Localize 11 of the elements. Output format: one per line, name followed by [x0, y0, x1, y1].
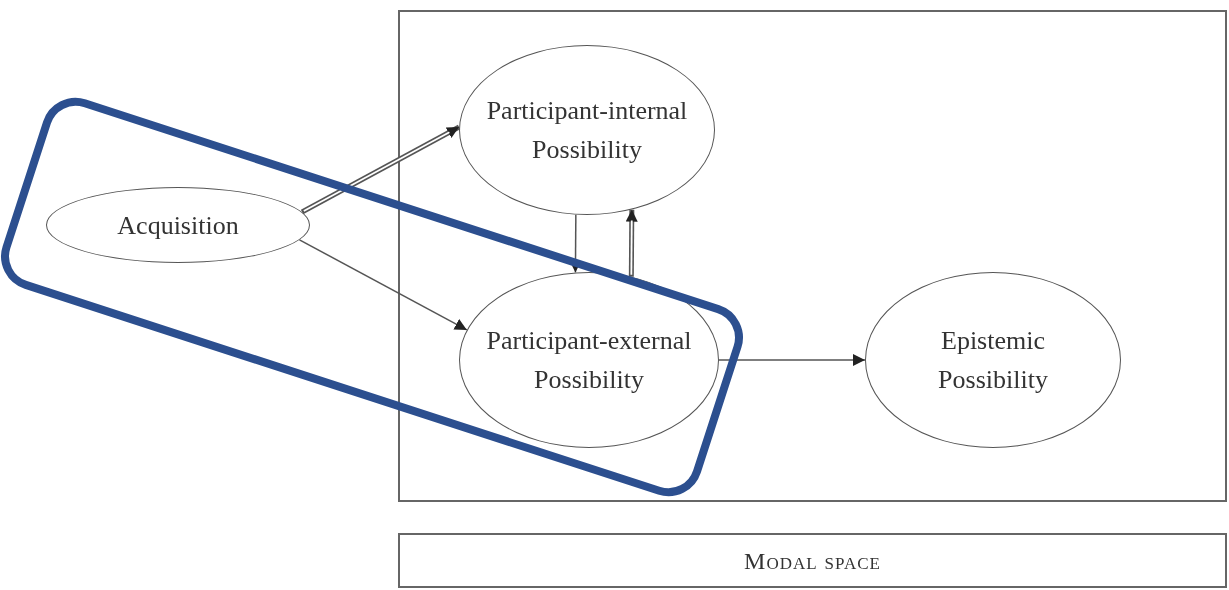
node-label: Participant-internal Possibility	[485, 95, 689, 166]
arrow	[718, 354, 866, 366]
node-label: Epistemic Possibility	[937, 325, 1049, 396]
node-label: Participant-external Possibility	[485, 325, 693, 396]
double-arrow	[625, 209, 638, 277]
title-band	[398, 533, 1227, 588]
double-arrow	[300, 124, 461, 215]
arrow	[298, 239, 468, 331]
band-label: Modal space	[743, 546, 882, 576]
node-label: Acquisition	[116, 209, 240, 242]
frame-box	[398, 10, 1227, 502]
